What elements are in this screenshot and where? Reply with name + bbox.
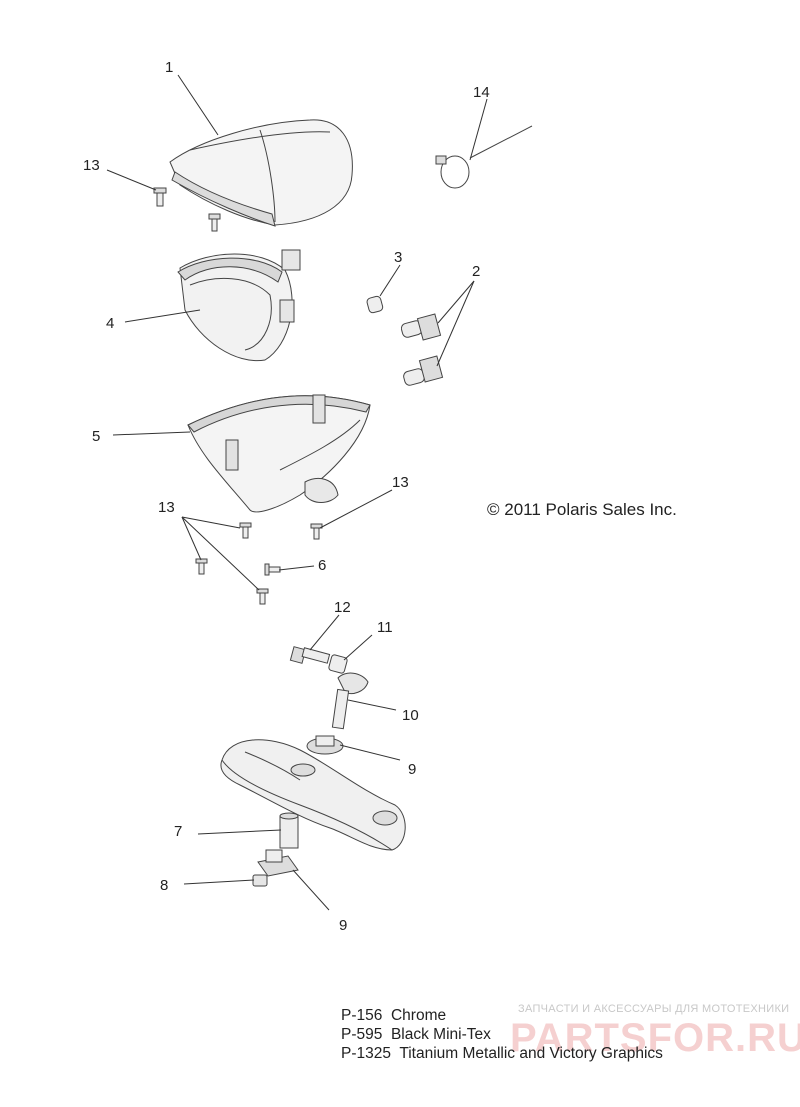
callout-1: 1 bbox=[165, 59, 173, 76]
callout-13-top: 13 bbox=[83, 157, 100, 174]
part-screw-top-center bbox=[208, 213, 221, 232]
callout-14: 14 bbox=[473, 84, 490, 101]
color-legend: P-156 Chrome P-595 Black Mini-Tex P-1325… bbox=[341, 1006, 663, 1063]
part-bulb-upper bbox=[400, 313, 442, 341]
part-nut bbox=[252, 874, 268, 887]
callout-4: 4 bbox=[106, 315, 114, 332]
part-screw-low-b bbox=[256, 588, 269, 605]
callout-5: 5 bbox=[92, 428, 100, 445]
part-bolt bbox=[289, 646, 331, 664]
part-sleeve bbox=[279, 812, 299, 849]
part-screw-top-left bbox=[153, 187, 167, 207]
callout-12: 12 bbox=[334, 599, 351, 616]
part-bulb-lower bbox=[403, 355, 444, 386]
part-headlamp bbox=[177, 249, 301, 362]
part-screw-6 bbox=[264, 563, 281, 576]
callout-9-lower: 9 bbox=[339, 917, 347, 934]
leader-lines bbox=[106, 74, 488, 911]
part-screw-mid-b bbox=[310, 523, 323, 540]
callout-10: 10 bbox=[402, 707, 419, 724]
part-screw-mid-a bbox=[239, 522, 252, 539]
part-screw-low-a bbox=[195, 558, 208, 575]
callout-11: 11 bbox=[377, 619, 393, 636]
part-cable-tie bbox=[435, 125, 533, 189]
copyright-notice: © 2011 Polaris Sales Inc. bbox=[487, 500, 677, 519]
part-mount-stem bbox=[331, 672, 369, 730]
legend-line-black-mini-tex: P-595 Black Mini-Tex bbox=[341, 1026, 491, 1043]
part-spacer bbox=[328, 654, 348, 674]
part-mount-bracket bbox=[220, 739, 406, 851]
callout-2: 2 bbox=[472, 263, 480, 280]
legend-line-chrome: P-156 Chrome bbox=[341, 1007, 447, 1024]
callout-8: 8 bbox=[160, 877, 168, 894]
part-grommet-upper bbox=[306, 735, 344, 755]
callout-3: 3 bbox=[394, 249, 402, 266]
part-headlight-housing bbox=[187, 394, 371, 513]
callout-13-left: 13 bbox=[158, 499, 175, 516]
watermark-tagline: ЗАПЧАСТИ И АКСЕССУАРЫ ДЛЯ МОТОТЕХНИКИ bbox=[518, 1003, 790, 1015]
callout-13-right: 13 bbox=[392, 474, 409, 491]
legend-line-titanium: P-1325 Titanium Metallic and Victory Gra… bbox=[341, 1045, 663, 1062]
part-bulb-small bbox=[366, 295, 384, 314]
callout-9-upper: 9 bbox=[408, 761, 416, 778]
callout-6: 6 bbox=[318, 557, 326, 574]
watermark-brand: PARTSFOR.RU bbox=[510, 1016, 800, 1060]
part-grommet-lower bbox=[257, 849, 299, 877]
part-visor-cover bbox=[169, 119, 353, 227]
callout-7: 7 bbox=[174, 823, 182, 840]
